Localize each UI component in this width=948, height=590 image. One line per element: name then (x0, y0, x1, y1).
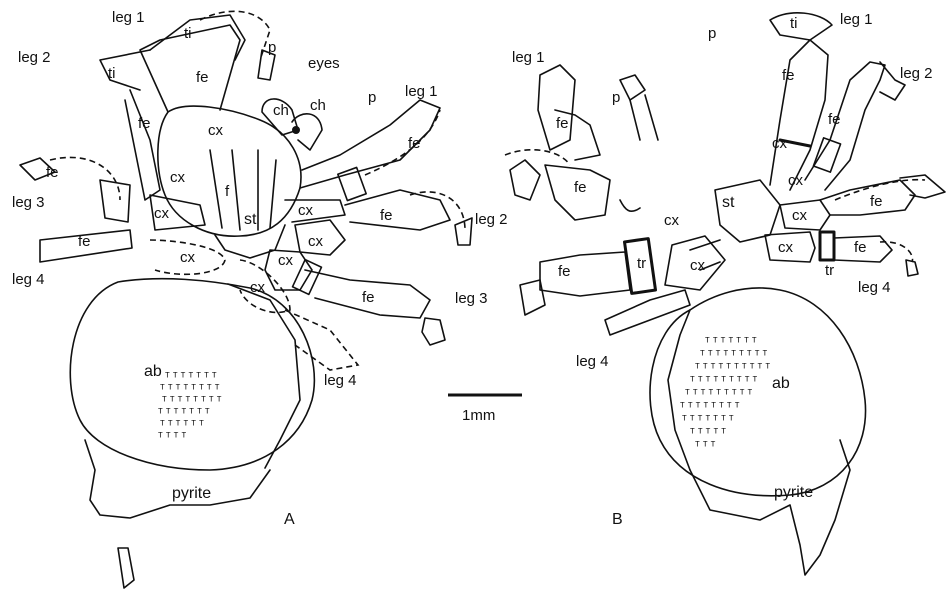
label-a-cx8: cx (250, 279, 266, 296)
label-b-fe4: fe (574, 179, 587, 196)
label-b-p2: p (612, 89, 620, 106)
label-a-f: f (225, 183, 230, 200)
label-a-ch2: ch (310, 97, 326, 114)
label-b-cx3: cx (664, 212, 680, 229)
svg-text:ᵀ ᵀ ᵀ ᵀ ᵀ ᵀ ᵀ ᵀ: ᵀ ᵀ ᵀ ᵀ ᵀ ᵀ ᵀ ᵀ (162, 395, 222, 407)
label-a-leg3-left: leg 3 (12, 194, 45, 211)
label-a-ab: ab (144, 363, 162, 380)
setae-pattern-b: ᵀ ᵀ ᵀ ᵀ ᵀ ᵀ ᵀ ᵀ ᵀ ᵀ ᵀ ᵀ ᵀ ᵀ ᵀ ᵀ ᵀ ᵀ ᵀ ᵀ … (680, 336, 770, 452)
label-b-fe5: fe (870, 193, 883, 210)
label-b-fe1: fe (782, 67, 795, 84)
label-a-fe-leg4: fe (78, 233, 91, 250)
panel-b-letter: B (612, 511, 623, 528)
label-a-st: st (244, 211, 257, 228)
label-a-cx5: cx (298, 202, 314, 219)
label-b-ab: ab (772, 375, 790, 392)
label-b-leg1-left: leg 1 (512, 49, 545, 66)
label-a-eyes: eyes (308, 55, 340, 72)
label-a-cx2: cx (170, 169, 186, 186)
label-b-cx5: cx (778, 239, 794, 256)
label-a-cx1: cx (208, 122, 224, 139)
label-a-fe2: fe (138, 115, 151, 132)
label-b-p1: p (708, 25, 716, 42)
label-b-leg2: leg 2 (900, 65, 933, 82)
label-b-st: st (722, 194, 735, 211)
svg-text:ᵀ ᵀ ᵀ ᵀ ᵀ ᵀ: ᵀ ᵀ ᵀ ᵀ ᵀ ᵀ (160, 419, 204, 431)
label-a-leg2: leg 2 (18, 49, 51, 66)
label-b-cx-left: cx (690, 257, 706, 274)
label-a-p1: p (268, 39, 276, 56)
label-a-leg3-right: leg 3 (455, 290, 488, 307)
label-a-leg4-bottom: leg 4 (324, 372, 357, 389)
label-a-cx6: cx (308, 233, 324, 250)
svg-text:ᵀ ᵀ ᵀ ᵀ ᵀ ᵀ ᵀ ᵀ: ᵀ ᵀ ᵀ ᵀ ᵀ ᵀ ᵀ ᵀ (680, 401, 740, 413)
label-b-fe3: fe (828, 111, 841, 128)
svg-text:ᵀ ᵀ ᵀ ᵀ: ᵀ ᵀ ᵀ ᵀ (158, 431, 186, 443)
svg-text:ᵀ ᵀ ᵀ ᵀ ᵀ ᵀ ᵀ: ᵀ ᵀ ᵀ ᵀ ᵀ ᵀ ᵀ (165, 371, 217, 383)
label-a-leg2-right: leg 2 (475, 211, 508, 228)
label-b-tr1: tr (637, 255, 646, 272)
svg-text:ᵀ ᵀ ᵀ ᵀ ᵀ: ᵀ ᵀ ᵀ ᵀ ᵀ (690, 427, 726, 439)
scale-bar-label: 1mm (462, 407, 495, 424)
label-a-ti2: ti (108, 65, 116, 82)
label-a-leg4-left: leg 4 (12, 271, 45, 288)
label-b-fe6: fe (558, 263, 571, 280)
label-b-cx2: cx (788, 172, 804, 189)
svg-text:ᵀ ᵀ ᵀ ᵀ ᵀ ᵀ ᵀ ᵀ: ᵀ ᵀ ᵀ ᵀ ᵀ ᵀ ᵀ ᵀ (160, 383, 220, 395)
svg-text:ᵀ ᵀ ᵀ ᵀ ᵀ ᵀ ᵀ: ᵀ ᵀ ᵀ ᵀ ᵀ ᵀ ᵀ (705, 336, 757, 348)
label-a-ch1: ch (273, 102, 289, 119)
label-a-fe4: fe (408, 135, 421, 152)
svg-text:ᵀ ᵀ ᵀ ᵀ ᵀ ᵀ ᵀ ᵀ ᵀ: ᵀ ᵀ ᵀ ᵀ ᵀ ᵀ ᵀ ᵀ ᵀ (700, 349, 768, 361)
label-a-ti: ti (184, 25, 192, 42)
label-a-cx3: cx (154, 205, 170, 222)
svg-text:ᵀ ᵀ ᵀ ᵀ ᵀ ᵀ ᵀ: ᵀ ᵀ ᵀ ᵀ ᵀ ᵀ ᵀ (158, 407, 210, 419)
label-a-leg1-right: leg 1 (405, 83, 438, 100)
label-b-pyrite: pyrite (774, 484, 813, 501)
label-a-p2: p (368, 89, 376, 106)
label-b-tr2: tr (825, 262, 834, 279)
label-a-fe5: fe (380, 207, 393, 224)
label-a-cx7: cx (278, 252, 294, 269)
label-a-fe3: fe (46, 164, 59, 181)
label-b-ti: ti (790, 15, 798, 32)
label-b-cx1: cx (772, 135, 788, 152)
svg-text:ᵀ ᵀ ᵀ ᵀ ᵀ ᵀ ᵀ ᵀ ᵀ: ᵀ ᵀ ᵀ ᵀ ᵀ ᵀ ᵀ ᵀ ᵀ (685, 388, 753, 400)
label-b-cx4: cx (792, 207, 808, 224)
svg-text:ᵀ ᵀ ᵀ: ᵀ ᵀ ᵀ (695, 440, 716, 452)
label-b-fe-right4: fe (854, 239, 867, 256)
label-b-leg4-left: leg 4 (576, 353, 609, 370)
svg-text:ᵀ ᵀ ᵀ ᵀ ᵀ ᵀ ᵀ ᵀ ᵀ ᵀ: ᵀ ᵀ ᵀ ᵀ ᵀ ᵀ ᵀ ᵀ ᵀ ᵀ (695, 362, 770, 374)
label-b-fe2: fe (556, 115, 569, 132)
label-a-leg1-top: leg 1 (112, 9, 145, 26)
label-a-fe6: fe (362, 289, 375, 306)
label-a-pyrite: pyrite (172, 485, 211, 502)
panel-a-letter: A (284, 511, 295, 528)
label-b-leg4-right: leg 4 (858, 279, 891, 296)
svg-text:ᵀ ᵀ ᵀ ᵀ ᵀ ᵀ ᵀ ᵀ ᵀ: ᵀ ᵀ ᵀ ᵀ ᵀ ᵀ ᵀ ᵀ ᵀ (690, 375, 758, 387)
label-a-cx4: cx (180, 249, 196, 266)
label-b-leg1-top: leg 1 (840, 11, 873, 28)
label-a-fe1: fe (196, 69, 209, 86)
setae-pattern-a: ᵀ ᵀ ᵀ ᵀ ᵀ ᵀ ᵀ ᵀ ᵀ ᵀ ᵀ ᵀ ᵀ ᵀ ᵀ ᵀ ᵀ ᵀ ᵀ ᵀ … (158, 371, 222, 443)
svg-text:ᵀ ᵀ ᵀ ᵀ ᵀ ᵀ ᵀ: ᵀ ᵀ ᵀ ᵀ ᵀ ᵀ ᵀ (682, 414, 734, 426)
